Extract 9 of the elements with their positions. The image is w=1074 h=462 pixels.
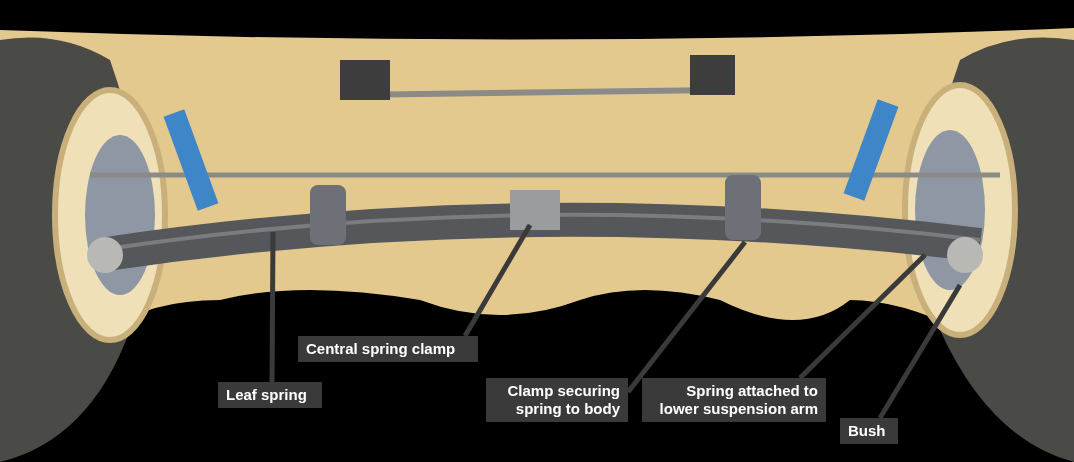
callout-label: Bush bbox=[840, 418, 898, 444]
callout-label: Clamp securing spring to body bbox=[486, 378, 628, 422]
leader-line bbox=[798, 253, 927, 380]
leader-line bbox=[877, 283, 963, 420]
callout-label: Central spring clamp bbox=[298, 336, 478, 362]
callout-label: Leaf spring bbox=[218, 382, 322, 408]
callout-label: Spring attached to lower suspension arm bbox=[642, 378, 826, 422]
leader-line bbox=[269, 232, 276, 382]
leader-line bbox=[462, 223, 533, 338]
